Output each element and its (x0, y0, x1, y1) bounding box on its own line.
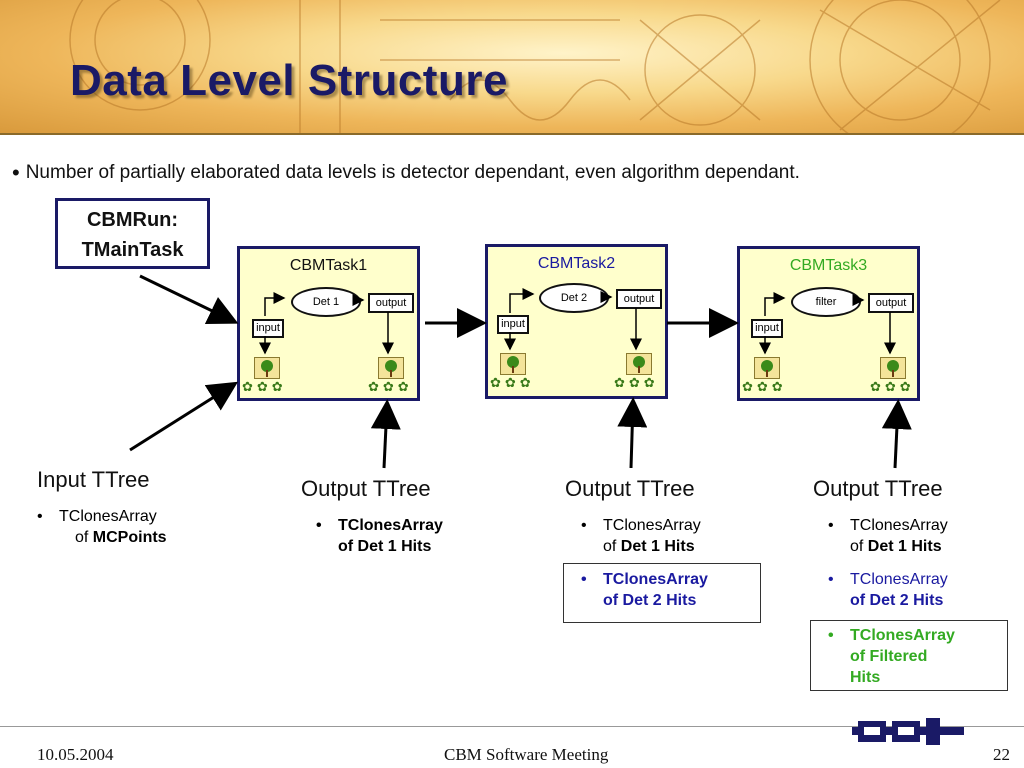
input-tree-icon (254, 357, 280, 379)
cbmrun-line1: CBMRun: (86, 209, 179, 231)
output2-arrow (617, 397, 648, 469)
input-tree-item: •TClonesArray of MCPoints (37, 508, 167, 546)
input-box: input (751, 319, 783, 338)
branch-icons: ✿✿✿ (870, 379, 915, 394)
header-banner (0, 0, 1024, 133)
bullet-dot-icon: • (12, 160, 20, 185)
process-ellipse: Det 2 (539, 283, 609, 313)
output-box: output (368, 293, 414, 313)
bullet-dot-icon: • (37, 508, 43, 525)
bullet-dot-icon: • (828, 517, 834, 534)
output-tree-icon (378, 357, 404, 379)
input-tree-icon (754, 357, 780, 379)
gsi-logo (852, 718, 964, 746)
bullet-dot-icon: • (581, 517, 587, 534)
process-ellipse: Det 1 (291, 287, 361, 317)
output-box: output (868, 293, 914, 313)
footer-divider (0, 726, 1024, 727)
output-tree-icon (880, 357, 906, 379)
task-title: CBMTask1 (289, 257, 368, 274)
bullet-dot-icon: • (316, 517, 322, 534)
input-tree-heading: Input TTree (37, 467, 150, 492)
input-tree-icon (500, 353, 526, 375)
bullet-dot-icon: • (828, 627, 834, 644)
banner-decoration (69, 0, 1001, 133)
output-box: output (616, 289, 662, 309)
output-tree-2-new-frame (563, 563, 761, 623)
main-bullet-text: Number of partially elaborated data leve… (25, 162, 800, 183)
footer-page-number: 22 (993, 745, 1010, 764)
output-tree-1-heading: Output TTree (301, 476, 431, 501)
output-tree-3-new-frame (810, 620, 1008, 691)
banner-divider (0, 133, 1024, 135)
bullet-dot-icon: • (581, 571, 587, 588)
output-tree-2-item-2: •TClonesArray of Det 2 Hits (581, 571, 708, 609)
output3-arrow (881, 399, 912, 469)
input-tree-arrow (129, 381, 239, 452)
output-tree-3-item-2: •TClonesArray of Det 2 Hits (828, 571, 948, 609)
branch-icons: ✿✿✿ (490, 375, 535, 390)
bullet-dot-icon: • (828, 571, 834, 588)
output-tree-2-item-1: •TClonesArray of Det 1 Hits (581, 517, 701, 555)
run-to-task-arrow (139, 274, 239, 325)
input-box: input (252, 319, 284, 338)
task-box-1: CBMTask1 Det 1 output input ✿✿✿ ✿✿✿ (237, 246, 420, 401)
branch-icons: ✿✿✿ (614, 375, 659, 390)
output-tree-3-item-3: •TClonesArray of Filtered Hits (828, 627, 955, 686)
process-ellipse: filter (791, 287, 861, 317)
footer-center: CBM Software Meeting (444, 745, 609, 764)
output-tree-icon (626, 353, 652, 375)
slide-title: Data Level Structure (70, 56, 508, 105)
output-tree-3-item-1: •TClonesArray of Det 1 Hits (828, 517, 948, 555)
input-box: input (497, 315, 529, 334)
main-bullet: •Number of partially elaborated data lev… (12, 160, 800, 186)
branch-icons: ✿✿✿ (368, 379, 413, 394)
branch-icons: ✿✿✿ (742, 379, 787, 394)
task-title: CBMTask2 (537, 255, 616, 272)
footer-date: 10.05.2004 (37, 745, 114, 764)
output1-arrow (370, 399, 401, 469)
output-tree-1-item: •TClonesArray of Det 1 Hits (316, 517, 443, 555)
task-title: CBMTask3 (789, 257, 868, 274)
branch-icons: ✿✿✿ (242, 379, 287, 394)
output-tree-3-heading: Output TTree (813, 476, 943, 501)
task-box-2: CBMTask2 Det 2 output input ✿✿✿ ✿✿✿ (485, 244, 668, 399)
output-tree-2-heading: Output TTree (565, 476, 695, 501)
cbmrun-line2: TMainTask (81, 239, 184, 261)
cbmrun-box: CBMRun: TMainTask (55, 198, 210, 269)
